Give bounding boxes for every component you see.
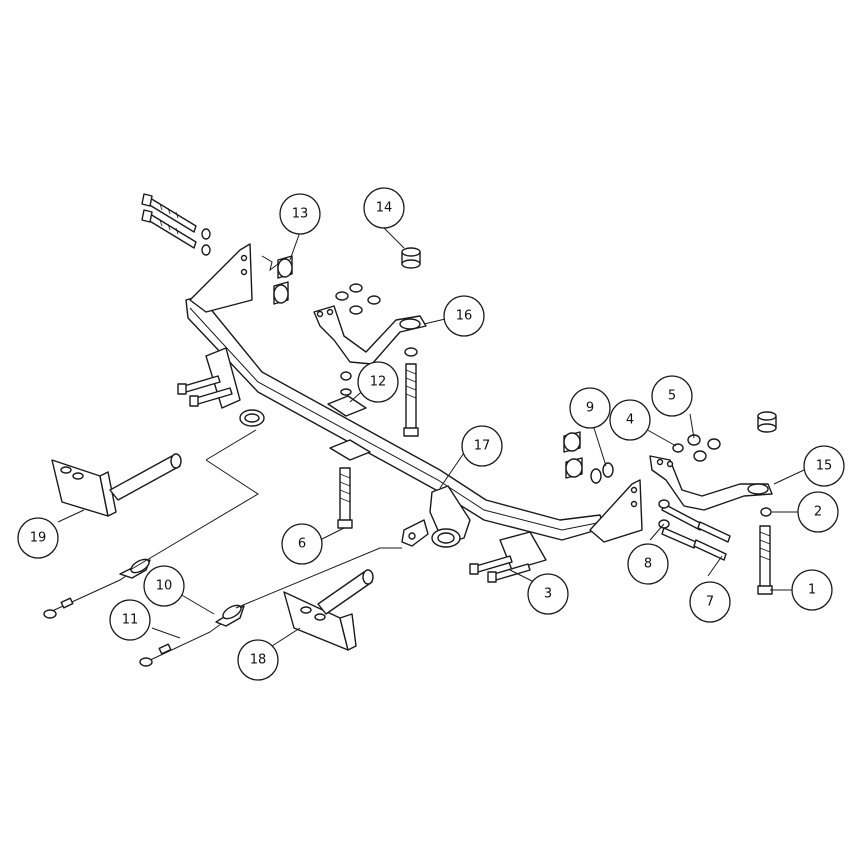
svg-text:1: 1 <box>808 583 816 598</box>
leader-lines <box>57 227 805 647</box>
safety-cable-upper <box>43 558 151 619</box>
svg-text:18: 18 <box>250 653 267 668</box>
callout-2: 2 <box>797 491 839 533</box>
upper-bushing-right <box>757 411 777 433</box>
callout-15: 15 <box>803 445 845 487</box>
svg-text:6: 6 <box>298 537 306 552</box>
long-bolt-center <box>403 347 419 437</box>
svg-text:14: 14 <box>376 201 393 216</box>
callout-5: 5 <box>651 375 693 417</box>
svg-text:3: 3 <box>544 587 552 602</box>
svg-text:17: 17 <box>474 439 491 454</box>
svg-text:10: 10 <box>156 579 173 594</box>
long-bolt-right <box>757 507 773 595</box>
callout-1: 1 <box>791 569 833 611</box>
svg-text:8: 8 <box>644 557 652 572</box>
callout-7: 7 <box>689 581 731 623</box>
svg-text:13: 13 <box>292 207 309 222</box>
svg-text:5: 5 <box>668 389 676 404</box>
bolts-lower-left <box>177 375 233 407</box>
bolts-lower-right <box>469 555 531 583</box>
svg-text:12: 12 <box>370 375 387 390</box>
callout-17: 17 <box>461 425 503 467</box>
svg-text:15: 15 <box>816 459 833 474</box>
callout-12: 12 <box>357 361 399 403</box>
callout-10: 10 <box>143 565 185 607</box>
safety-cable-lower <box>139 604 245 667</box>
spacer-bushings <box>261 255 293 305</box>
callout-9: 9 <box>569 387 611 429</box>
upper-bushing <box>401 247 421 269</box>
svg-text:16: 16 <box>456 309 473 324</box>
hitch-pin-bracket-right <box>283 569 374 651</box>
svg-text:4: 4 <box>626 413 634 428</box>
callout-13: 13 <box>279 193 321 235</box>
callout-14: 14 <box>363 187 405 229</box>
side-bolts-right <box>658 499 731 561</box>
callout-16: 16 <box>443 295 485 337</box>
spacer-bushings-right <box>563 431 614 484</box>
main-crossbar <box>185 243 643 571</box>
callout-6: 6 <box>281 523 323 565</box>
hitch-pin-bracket-left <box>51 453 182 517</box>
callout-4: 4 <box>609 399 651 441</box>
drop-bracket-left <box>313 283 427 365</box>
svg-text:7: 7 <box>706 595 714 610</box>
svg-text:11: 11 <box>122 613 139 628</box>
callout-3: 3 <box>527 573 569 615</box>
callout-11: 11 <box>109 599 151 641</box>
svg-text:19: 19 <box>30 531 47 546</box>
side-bolts-upper-left <box>141 193 211 256</box>
callout-19: 19 <box>17 517 59 559</box>
svg-text:2: 2 <box>814 505 822 520</box>
drop-bracket-right <box>649 434 773 511</box>
center-bolt <box>337 371 353 529</box>
svg-text:9: 9 <box>586 401 594 416</box>
callout-8: 8 <box>627 543 669 585</box>
callout-18: 18 <box>237 639 279 681</box>
